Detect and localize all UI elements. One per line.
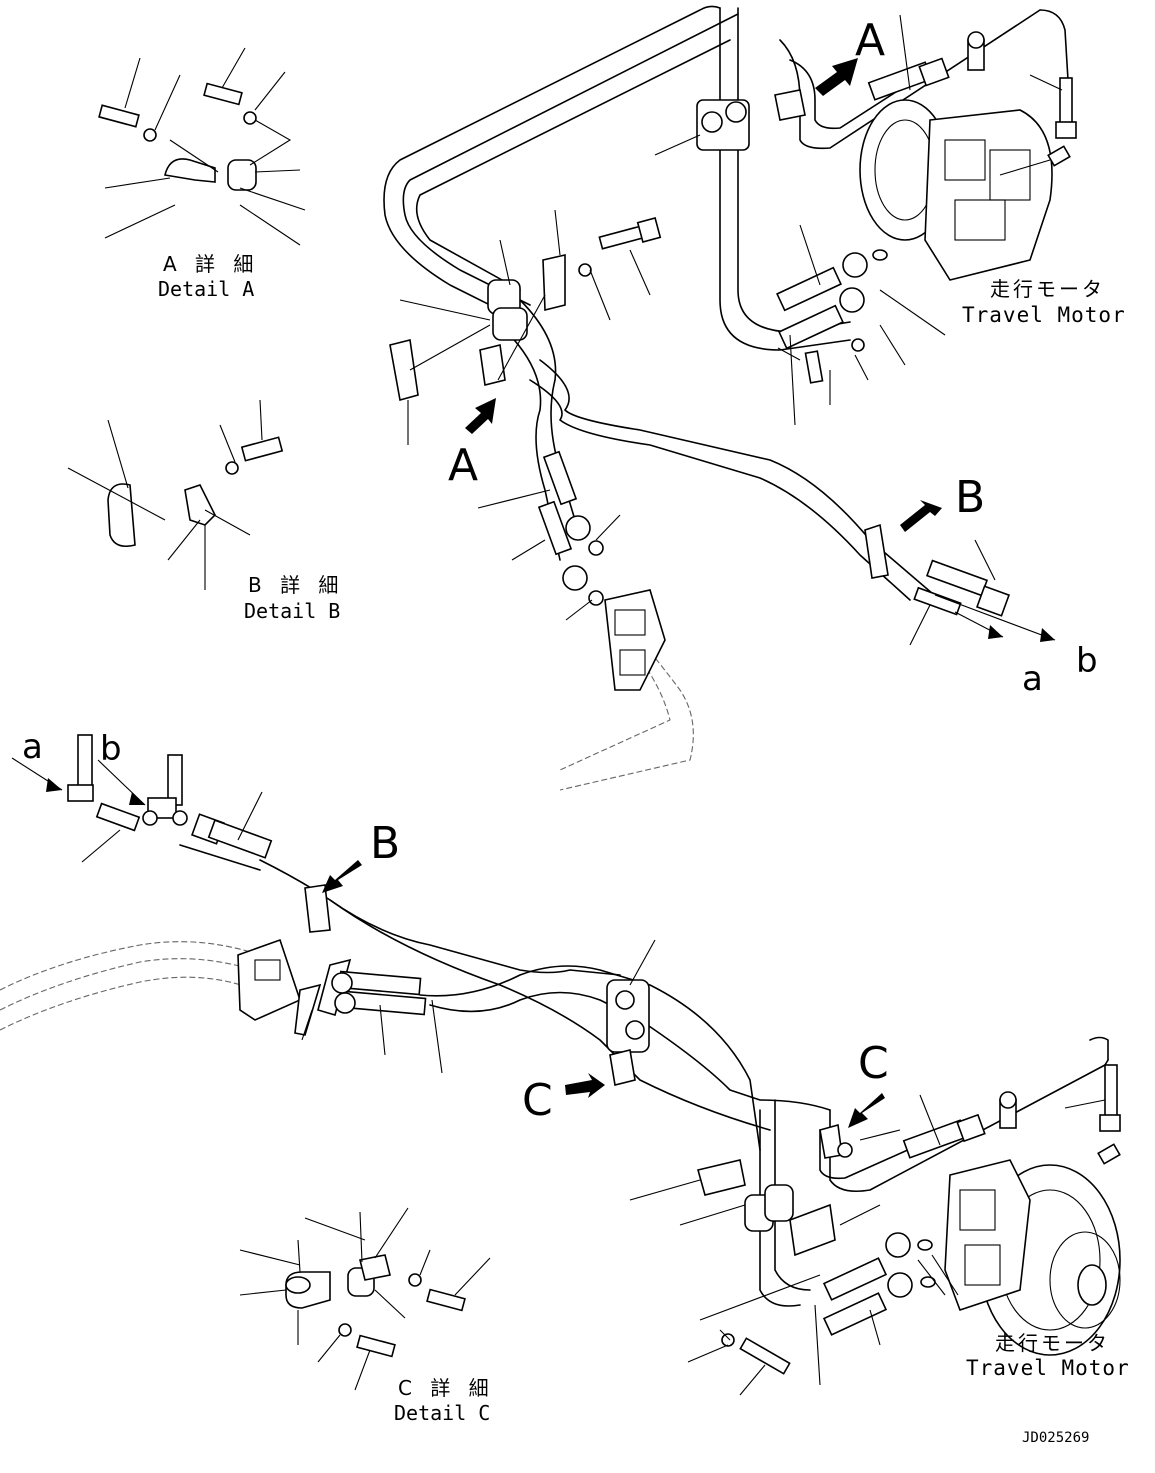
callout-b-top: b [1076,641,1098,681]
top-ab-arrows [934,594,1056,642]
top-travel-motor [859,31,1071,281]
top-fittings [537,57,1077,617]
detail-c-title-en: Detail C [394,1401,490,1425]
arrow-C-right [848,1093,885,1128]
top-clamps [389,89,889,579]
callout-B-top: B [955,472,985,523]
arrow-B-bottom [322,860,362,893]
callout-a-bottom: a [22,727,43,767]
detail-b-drawing [67,399,284,590]
travel-motor-bottom-label-jp: 走行モータ [995,1331,1110,1355]
top-leader-lines [399,14,1063,646]
bottom-leader-lines [81,791,1106,1396]
callout-a-top: a [1022,659,1043,699]
callout-C-left: C [522,1075,553,1126]
bottom-left-inputs [11,734,273,859]
callout-B-bottom: B [370,818,400,869]
arrow-A-top-left [465,398,496,434]
bottom-fittings [721,1064,1121,1375]
top-pump-block [604,589,666,691]
callout-A-top-left: A [448,440,478,491]
detail-a-title-en: Detail A [158,277,254,301]
travel-motor-bottom-label-en: Travel Motor [966,1356,1130,1380]
detail-a-drawing [98,47,306,246]
arrow-B-top [900,500,942,532]
arrow-C-left [565,1073,605,1098]
bottom-hoses [0,844,1109,1307]
callout-C-right: C [858,1038,889,1089]
bottom-pump-block [237,938,427,1036]
callout-b-bottom: b [100,729,122,769]
detail-c-drawing [239,1207,491,1391]
travel-motor-top-label-en: Travel Motor [962,303,1126,327]
detail-b-title-en: Detail B [244,599,340,623]
arrow-A-top-right [815,58,858,96]
bottom-clamps [304,884,853,1257]
detail-c-title-jp: C 詳 細 [398,1376,495,1400]
drawing-code: JD025269 [1022,1430,1089,1446]
top-tube-loop [383,5,1069,351]
callout-A-top-right: A [855,15,885,66]
travel-motor-top-label-jp: 走行モータ [990,277,1105,301]
bottom-travel-motor [944,1159,1121,1356]
detail-b-title-jp: B 詳 細 [248,573,344,597]
detail-a-title-jp: A 詳 細 [163,252,259,276]
